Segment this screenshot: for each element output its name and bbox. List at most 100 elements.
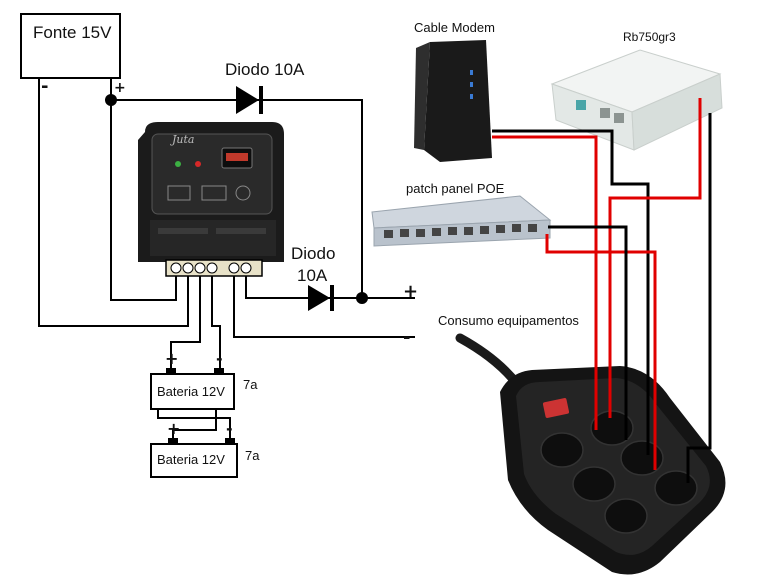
diode-bottom: Diodo 10A <box>291 244 335 311</box>
power-supply: Fonte 15V - + <box>20 13 126 97</box>
battery-1-body <box>150 373 235 410</box>
battery-2-terminal-pos <box>168 438 178 444</box>
consumption-label: Consumo equipamentos <box>438 313 579 328</box>
patch-port <box>384 230 393 238</box>
cable-modem-label: Cable Modem <box>414 20 495 35</box>
socket <box>654 470 698 506</box>
screw-terminal <box>206 262 218 274</box>
patch-panel-ports <box>384 224 537 238</box>
output-negative-sign: - <box>403 327 410 348</box>
screw-terminal <box>240 262 252 274</box>
wire-psu-negative <box>38 78 189 327</box>
controller-display-digits <box>226 153 248 161</box>
patch-port <box>528 224 537 232</box>
wire-left-branch <box>110 100 177 301</box>
router-side <box>631 73 723 151</box>
screw-terminal <box>228 262 240 274</box>
screw-terminal <box>182 262 194 274</box>
cable-modem-led <box>470 82 473 87</box>
socket <box>604 498 648 534</box>
screw-terminal <box>170 262 182 274</box>
controller-screws <box>170 262 252 274</box>
controller-lamp-icon <box>235 185 251 201</box>
controller-brand: Juta <box>170 133 194 146</box>
power-supply-box <box>20 13 121 79</box>
battery-1-label: Bateria 12V <box>157 384 225 399</box>
patch-port <box>512 224 521 232</box>
patch-port <box>432 228 441 236</box>
patch-port <box>400 229 409 237</box>
diode-top: Diodo 10A <box>225 60 305 114</box>
router: Rb750gr3 <box>550 30 723 151</box>
router-port <box>576 100 586 110</box>
wire-modem-red <box>492 135 598 430</box>
socket <box>620 440 664 476</box>
controller-led-red <box>195 161 201 167</box>
equipment-wiring <box>492 98 712 483</box>
battery-2-capacity: 7a <box>245 448 260 463</box>
wire-bat-series-positive <box>172 409 217 444</box>
router-port <box>614 113 624 123</box>
junction-dot-right <box>356 292 368 304</box>
battery-2-negative-sign: - <box>226 419 233 438</box>
socket <box>572 466 616 502</box>
wire-modem-black <box>492 129 650 455</box>
power-strip-sockets <box>540 410 698 534</box>
power-strip-top <box>516 378 710 555</box>
screw-terminal <box>194 262 206 274</box>
router-label: Rb750gr3 <box>623 30 676 44</box>
controller-led-green <box>175 161 181 167</box>
wire-router-black <box>686 113 712 483</box>
patch-port <box>464 227 473 235</box>
patch-panel-label: patch panel POE <box>406 181 505 196</box>
diode-bottom-label-line1: Diodo <box>291 244 335 263</box>
controller-vent <box>158 228 208 234</box>
cable-modem-led <box>470 70 473 75</box>
socket <box>590 410 634 446</box>
main-wiring <box>38 78 415 444</box>
cable-modem-body <box>424 40 492 162</box>
patch-port <box>416 229 425 237</box>
junction-dot-top <box>105 94 117 106</box>
battery-1-terminal-neg <box>214 368 224 374</box>
psu-positive-sign: + <box>114 80 126 96</box>
wire-bat-negative <box>211 276 221 375</box>
wire-top-branch <box>111 99 363 298</box>
diode-top-triangle <box>236 86 259 114</box>
cable-modem: Cable Modem <box>414 20 495 162</box>
diode-bottom-triangle <box>308 285 330 311</box>
battery-2-terminal-neg <box>225 438 235 444</box>
patch-panel-front <box>373 219 551 247</box>
battery-2-label: Bateria 12V <box>157 452 225 467</box>
controller-lower-block <box>150 220 276 256</box>
battery-2: + - Bateria 12V 7a <box>150 419 260 478</box>
diode-top-bar <box>259 86 263 114</box>
cable-modem-side <box>414 42 430 150</box>
power-supply-label: Fonte 15V <box>33 23 112 42</box>
battery-1-positive-sign: + <box>165 349 178 368</box>
diode-bottom-bar <box>330 285 334 311</box>
power-strip-switch <box>542 398 570 418</box>
controller-panel <box>151 133 273 215</box>
controller-vent <box>216 228 266 234</box>
wire-patch-red <box>545 234 657 470</box>
diode-top-label: Diodo 10A <box>225 60 305 79</box>
router-port <box>600 108 610 118</box>
controller-solar-icon <box>167 185 191 201</box>
battery-1-negative-sign: - <box>216 349 223 368</box>
patch-panel: patch panel POE <box>371 181 552 247</box>
wire-bat-series-negative <box>157 409 231 444</box>
cable-modem-led <box>470 94 473 99</box>
wire-patch-black <box>548 225 628 440</box>
battery-1-capacity: 7a <box>243 377 258 392</box>
wire-bat-positive <box>170 276 201 375</box>
output-positive-sign: + <box>403 281 418 302</box>
wire-router-red <box>608 98 702 418</box>
diode-bottom-label-line2: 10A <box>297 266 328 285</box>
patch-port <box>480 226 489 234</box>
battery-2-positive-sign: + <box>167 419 180 438</box>
patch-port <box>448 227 457 235</box>
charge-controller: Juta <box>138 122 284 277</box>
battery-1: + - Bateria 12V 7a <box>150 349 258 410</box>
